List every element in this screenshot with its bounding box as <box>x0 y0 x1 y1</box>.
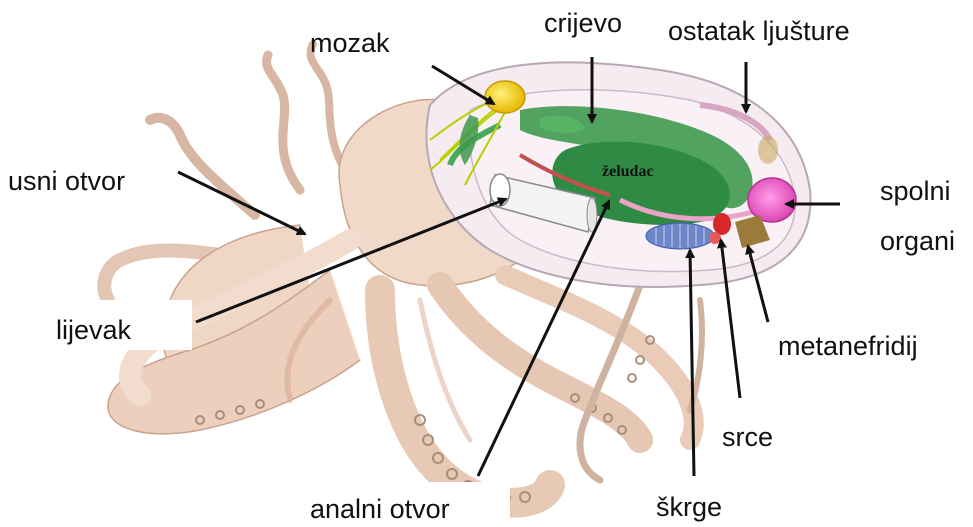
label-usni-otvor: usni otvor <box>8 166 125 196</box>
gills-organ <box>646 223 714 249</box>
brain-organ <box>485 81 525 113</box>
label-organi: organi <box>880 226 955 256</box>
shell-node <box>758 136 778 164</box>
label-mozak: mozak <box>310 28 390 58</box>
gonad-organ <box>748 178 796 222</box>
label-srce: srce <box>722 422 773 452</box>
label-lijevak: lijevak <box>56 315 132 345</box>
label-skrge: škrge <box>656 492 722 522</box>
heart-organ <box>713 213 731 235</box>
arm-back-left-1 <box>267 55 300 190</box>
arrow-usni-otvor <box>178 172 305 234</box>
label-zeludac: želudac <box>602 163 654 180</box>
label-ostatak-ljusture: ostatak ljušture <box>668 16 850 46</box>
label-analni-otvor: analni otvor <box>310 494 450 522</box>
label-spolni: spolni <box>880 176 951 206</box>
label-metanefridij: metanefridij <box>778 331 918 361</box>
label-crijevo: crijevo <box>544 8 622 38</box>
